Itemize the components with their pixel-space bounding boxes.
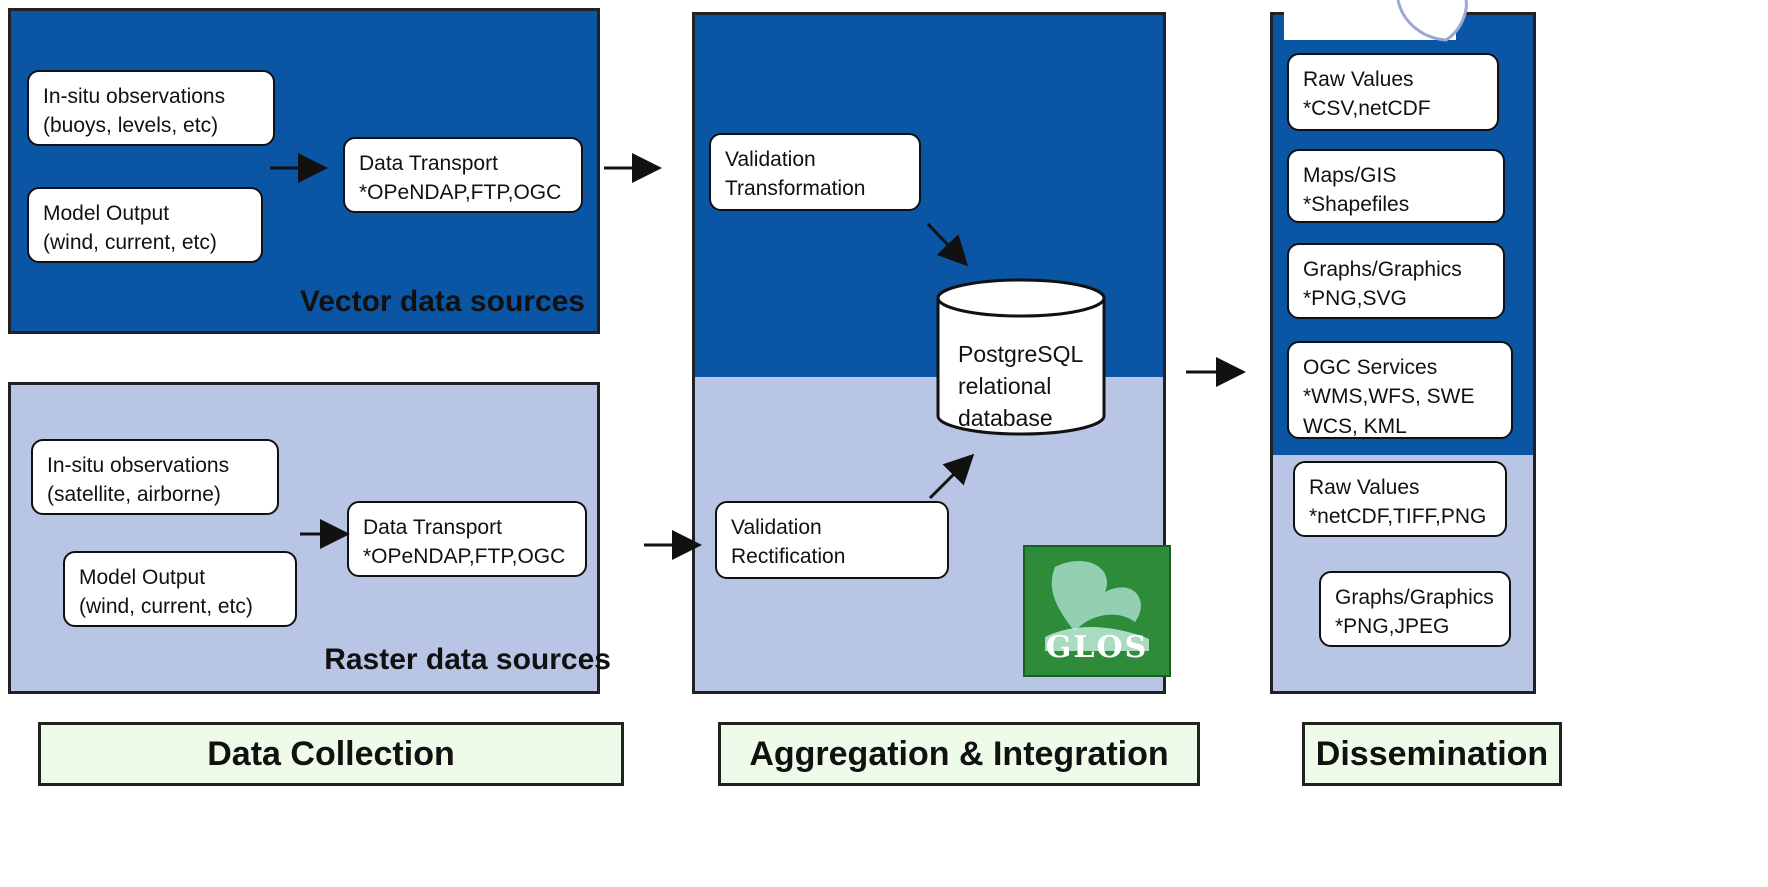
raster-transport-box: Data Transport *OPeNDAP,FTP,OGC <box>347 501 587 577</box>
raster-model-box: Model Output (wind, current, etc) <box>63 551 297 627</box>
dissemination-raw-values: Raw Values *CSV,netCDF <box>1287 53 1499 131</box>
vector-model-box: Model Output (wind, current, etc) <box>27 187 263 263</box>
raster-panel-title: Raster data sources <box>324 643 611 676</box>
data-collection-footer: Data Collection <box>38 722 624 786</box>
glos-logo: GLOS <box>1023 545 1171 677</box>
rectification-to-database-arrow <box>928 453 975 500</box>
dissemination-raster-raw-values: Raw Values *netCDF,TIFF,PNG <box>1293 461 1507 537</box>
vector-panel-title: Vector data sources <box>299 285 585 318</box>
dissemination-raster-graphs: Graphs/Graphics *PNG,JPEG <box>1319 571 1511 647</box>
vector-transport-box: Data Transport *OPeNDAP,FTP,OGC <box>343 137 583 213</box>
vector-validation-box: Validation Transformation <box>709 133 921 211</box>
database-label: PostgreSQL relational database <box>958 341 1084 432</box>
postgresql-database: PostgreSQL relational database <box>936 278 1106 438</box>
dissemination-ogc-services: OGC Services *WMS,WFS, SWE WCS, KML <box>1287 341 1513 439</box>
raster-insitu-box: In-situ observations (satellite, airborn… <box>31 439 279 515</box>
vector-sources-panel: In-situ observations (buoys, levels, etc… <box>8 8 600 334</box>
dissemination-panel: Raw Values *CSV,netCDF Maps/GIS *Shapefi… <box>1270 12 1536 694</box>
glos-logo-text: GLOS <box>1045 630 1149 665</box>
dissemination-footer: Dissemination <box>1302 722 1562 786</box>
dissemination-maps-gis: Maps/GIS *Shapefiles <box>1287 149 1505 223</box>
raster-sources-panel: In-situ observations (satellite, airborn… <box>8 382 611 694</box>
vector-insitu-box: In-situ observations (buoys, levels, etc… <box>27 70 275 146</box>
dissemination-graphs: Graphs/Graphics *PNG,SVG <box>1287 243 1505 319</box>
aggregation-footer: Aggregation & Integration <box>718 722 1200 786</box>
raster-validation-box: Validation Rectification <box>715 501 949 579</box>
validation-to-database-arrow <box>926 222 969 267</box>
